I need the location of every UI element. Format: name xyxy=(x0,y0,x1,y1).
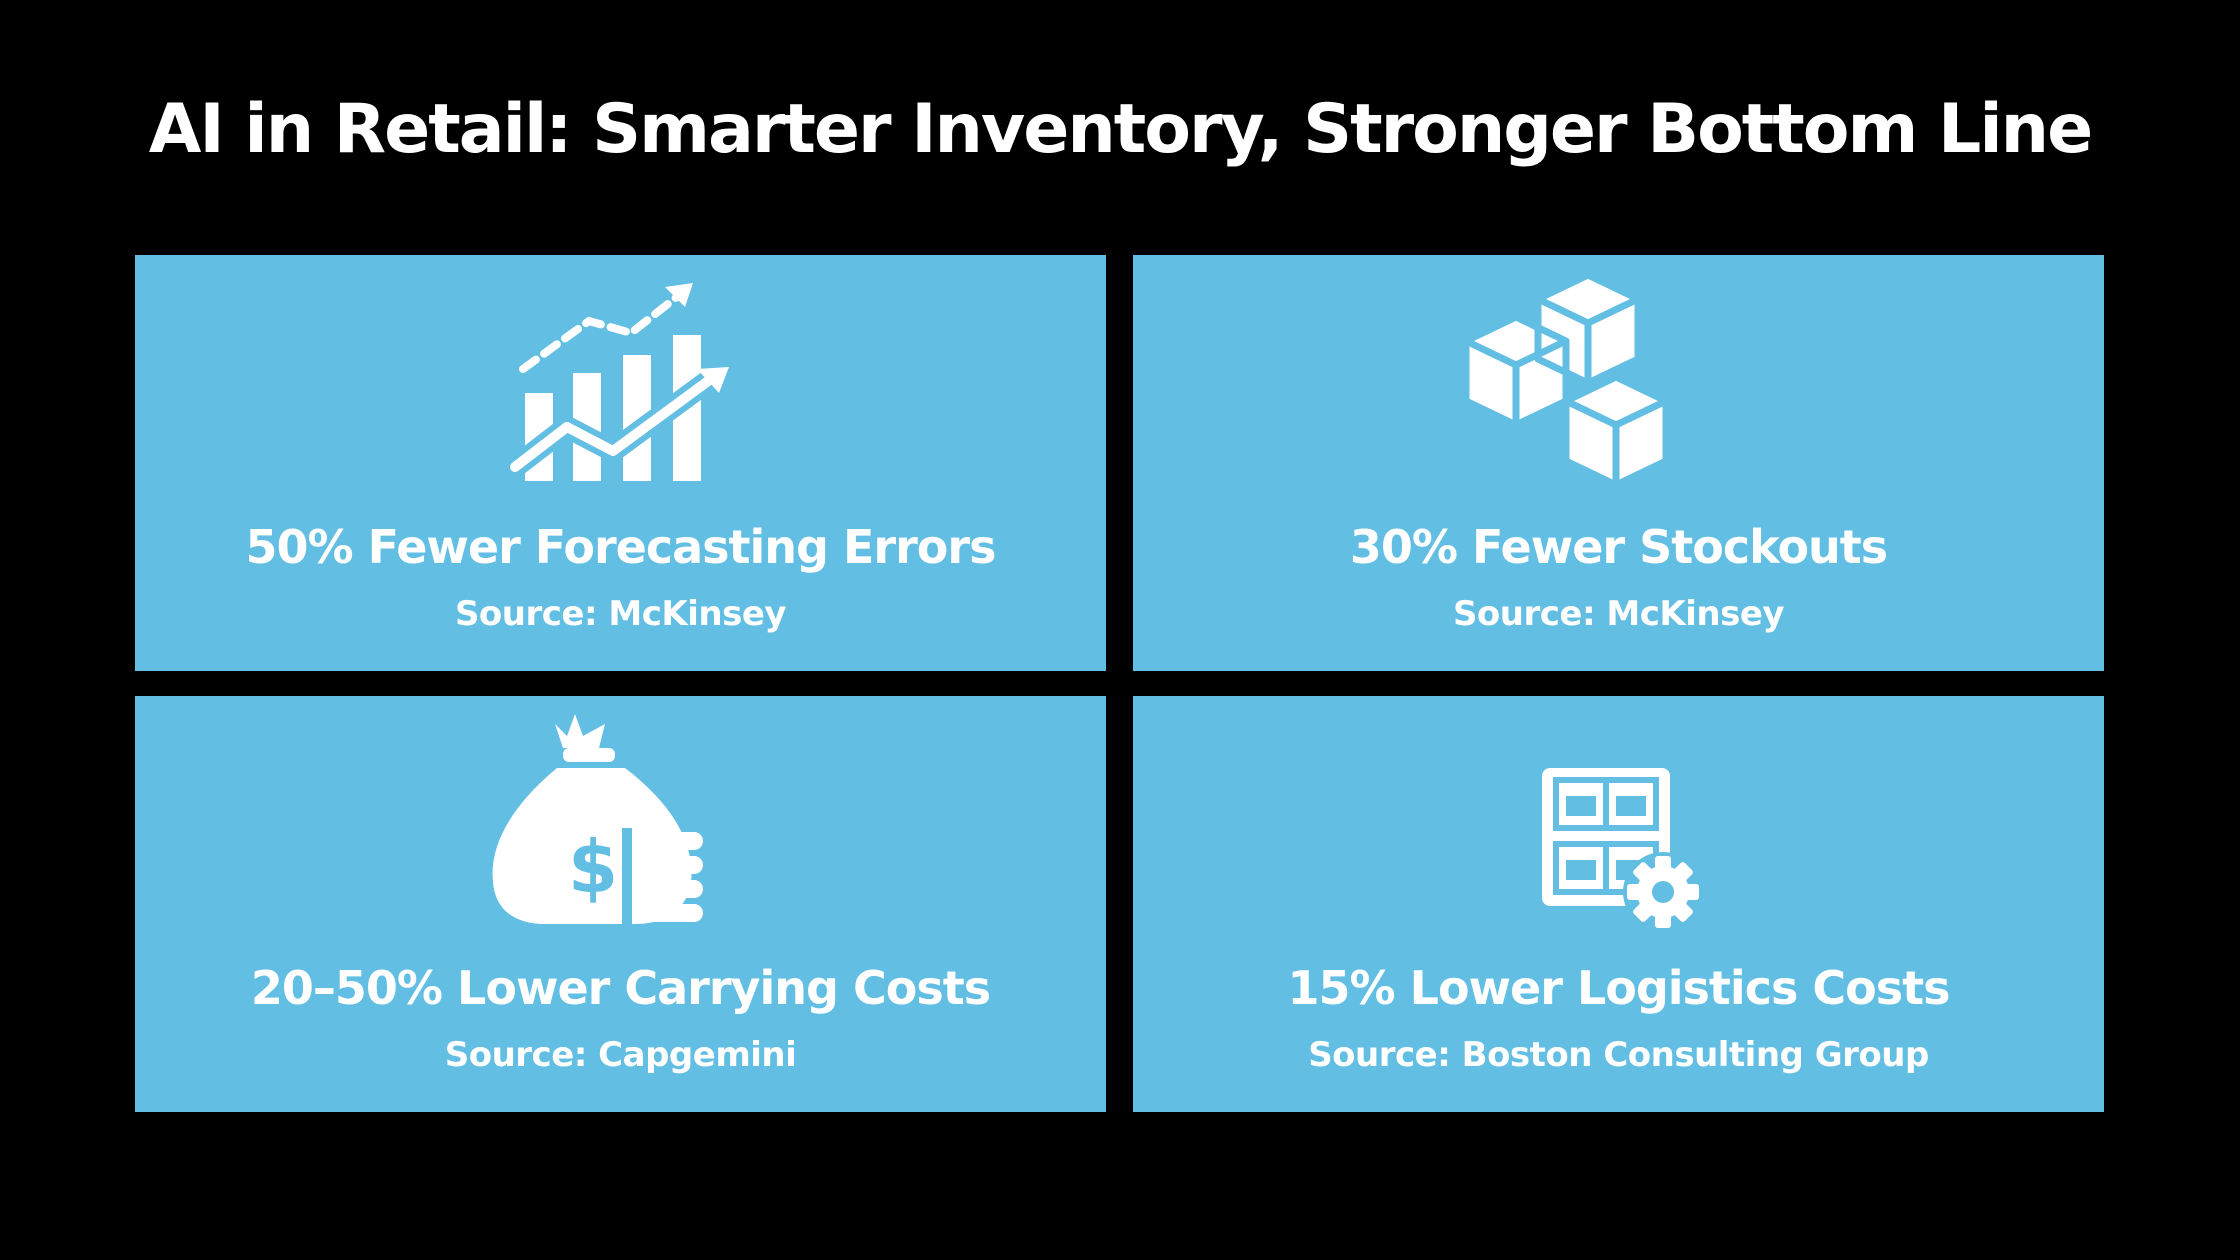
money-bag-icon: $ xyxy=(492,714,703,926)
stat-card-carrying-costs: $ 20–50% Lower Carrying Costs Source: Ca… xyxy=(135,696,1106,1112)
stat-card-forecasting: 50% Fewer Forecasting Errors Source: McK… xyxy=(135,255,1106,671)
warehouse-gear-icon xyxy=(1542,768,1703,932)
stat-card-stockouts: 30% Fewer Stockouts Source: McKinsey xyxy=(1133,255,2104,671)
stat-card-logistics: 15% Lower Logistics Costs Source: Boston… xyxy=(1133,696,2104,1112)
stacked-boxes-icon xyxy=(1462,271,1670,489)
stat-headline: 20–50% Lower Carrying Costs xyxy=(250,961,991,1015)
stat-source: Source: McKinsey xyxy=(1452,594,1785,634)
growth-chart-icon xyxy=(504,283,730,481)
stat-headline: 15% Lower Logistics Costs xyxy=(1287,961,1951,1015)
stat-headline: 30% Fewer Stockouts xyxy=(1349,520,1888,574)
svg-text:$: $ xyxy=(568,825,618,909)
stat-headline: 50% Fewer Forecasting Errors xyxy=(245,520,997,574)
slide-title: AI in Retail: Smarter Inventory, Stronge… xyxy=(148,90,2093,169)
stat-source: Source: McKinsey xyxy=(454,594,787,634)
stat-source: Source: Boston Consulting Group xyxy=(1308,1035,1929,1075)
stat-source: Source: Capgemini xyxy=(444,1035,797,1075)
